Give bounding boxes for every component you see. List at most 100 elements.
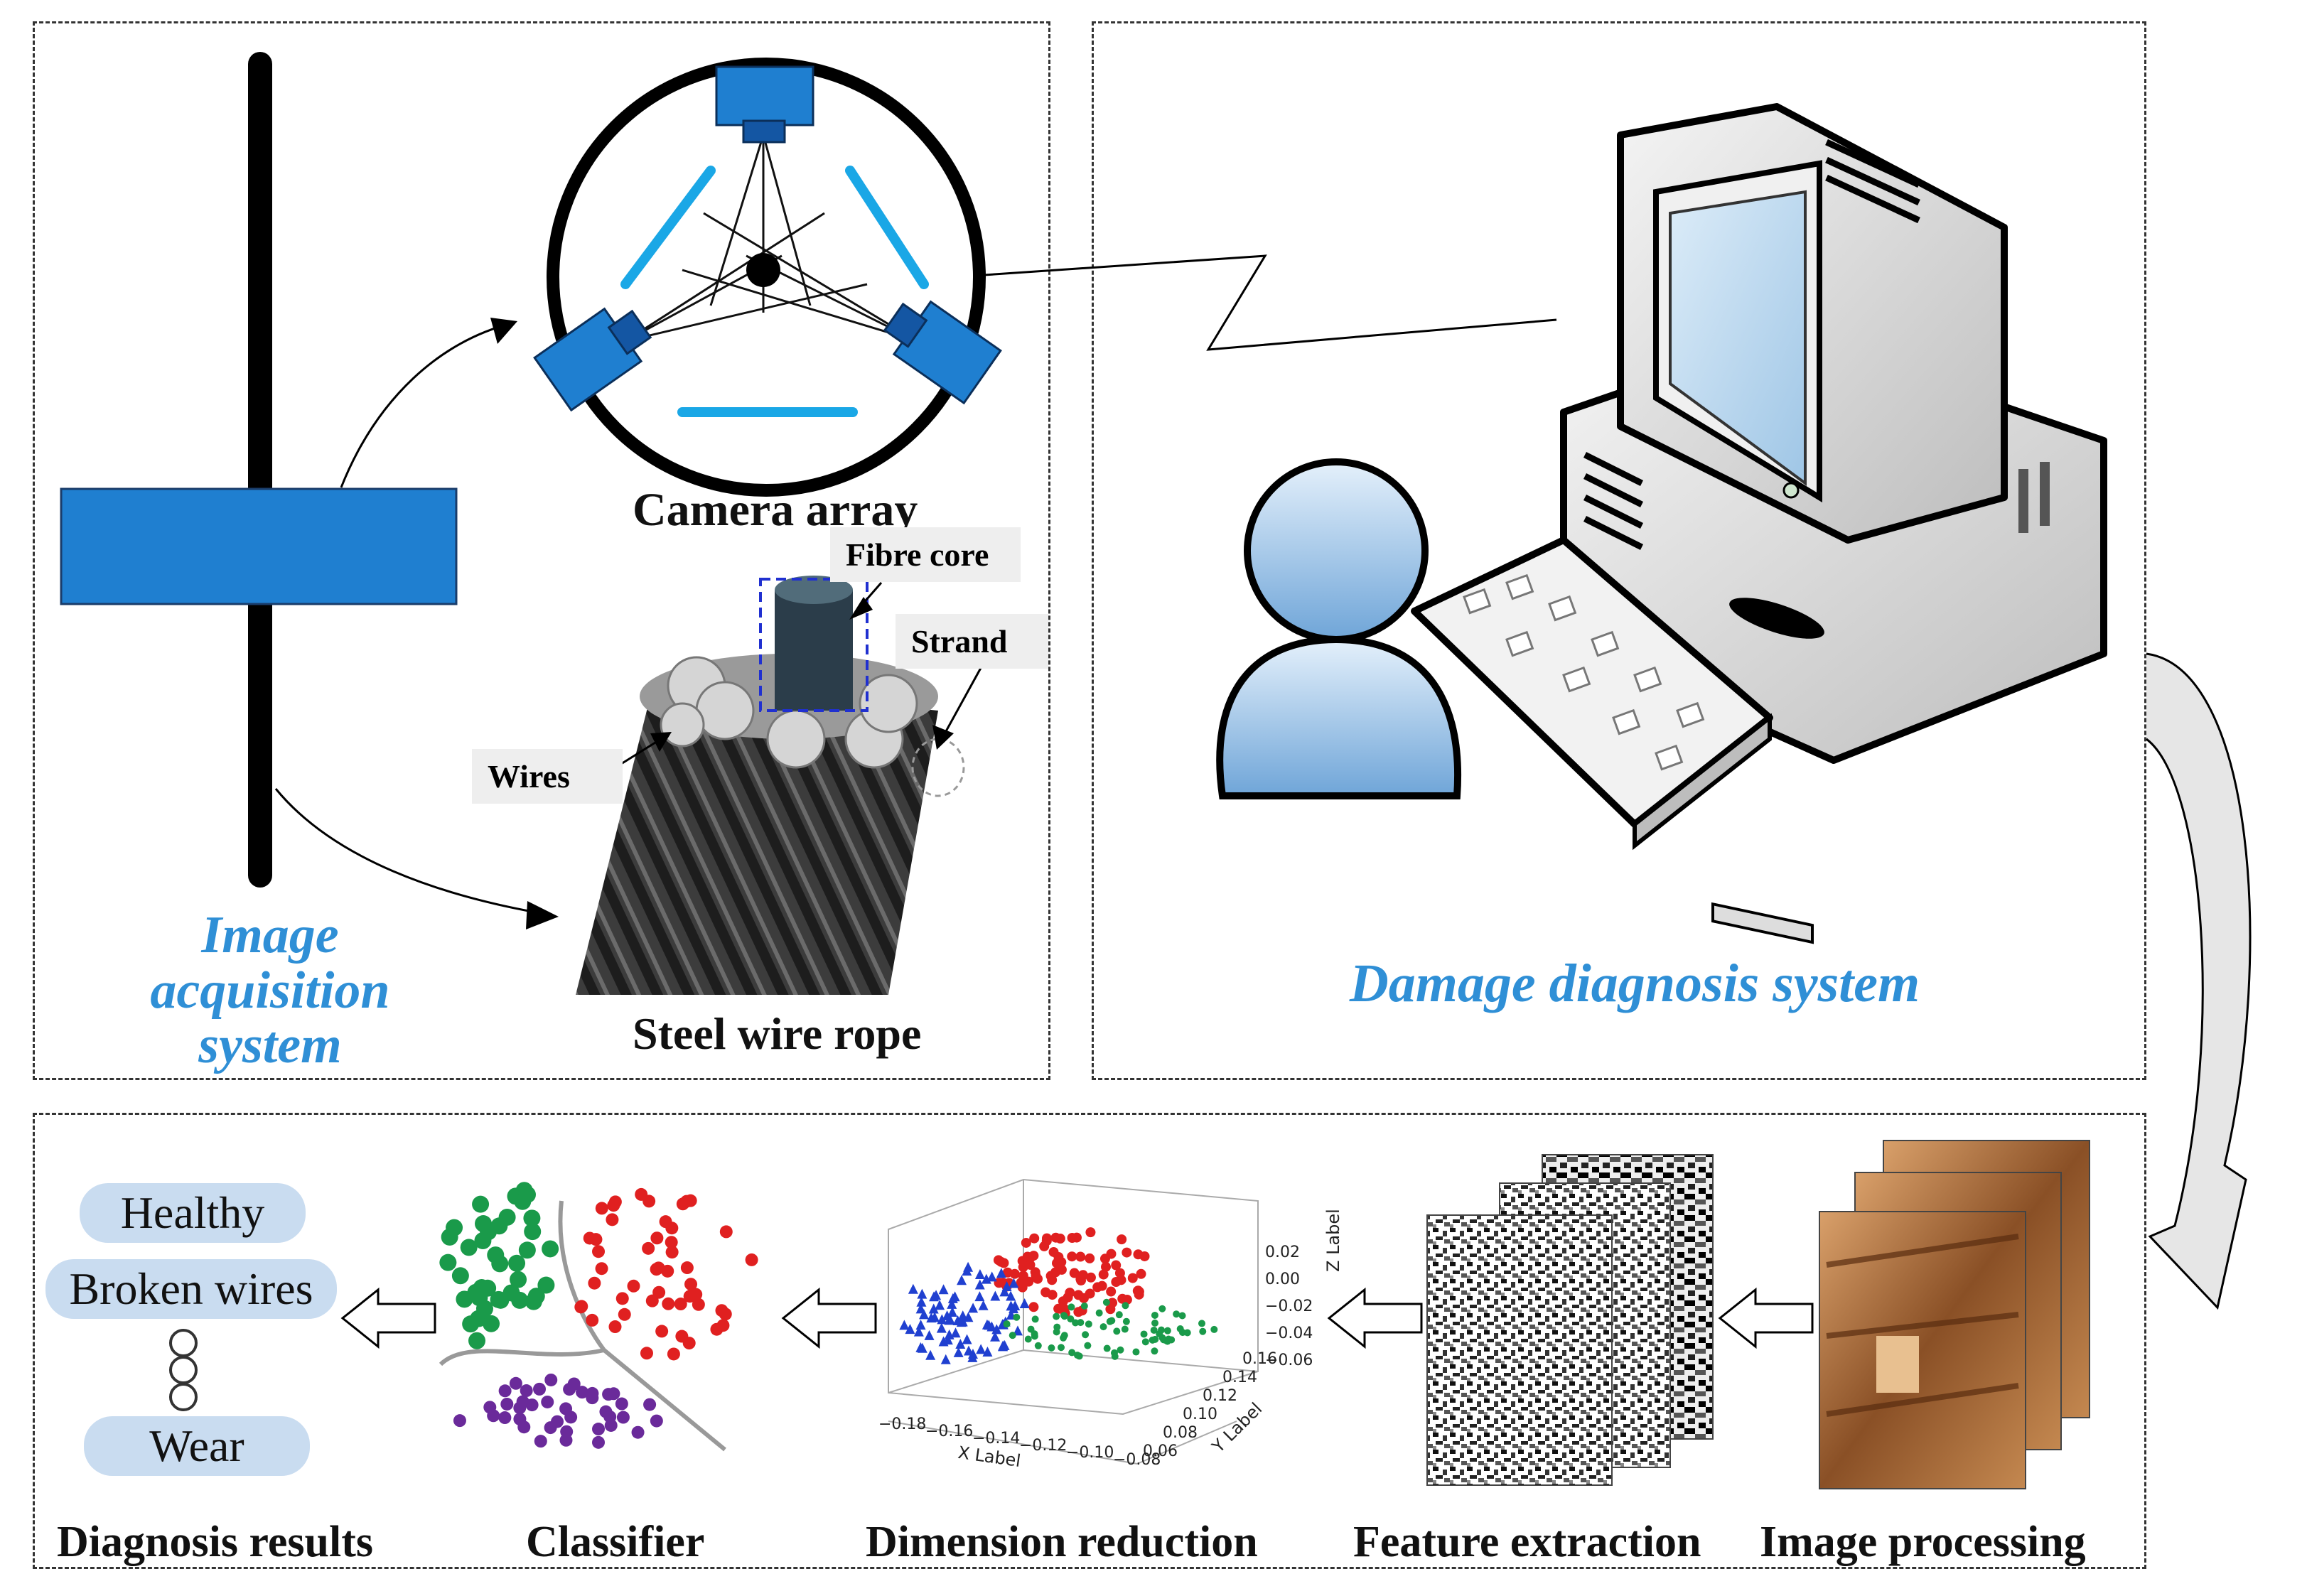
scatter-point (692, 1298, 705, 1311)
scatter-point (1073, 1290, 1084, 1300)
scatter-point (603, 1410, 617, 1423)
scatter-point (1021, 1237, 1031, 1248)
scatter-point (917, 1342, 927, 1353)
scatter-point (1102, 1298, 1110, 1306)
scatter-point (967, 1349, 978, 1359)
scatter-point (542, 1240, 559, 1258)
scatter-point (1150, 1326, 1158, 1334)
scatter-point (453, 1414, 466, 1428)
result-healthy-pill: Healthy (80, 1183, 306, 1243)
scatter-point (986, 1271, 997, 1282)
scatter-point (993, 1255, 1004, 1266)
scatter-point (928, 1303, 939, 1314)
scatter-point (640, 1347, 653, 1360)
scatter-point (963, 1345, 974, 1356)
scatter-point (745, 1253, 758, 1266)
scatter-point (913, 1326, 924, 1337)
scatter-point (439, 1253, 457, 1271)
scatter-point (665, 1246, 679, 1259)
scatter-point (588, 1276, 601, 1290)
scatter-point (1067, 1251, 1077, 1262)
scatter-point (1019, 1298, 1030, 1309)
scatter-point (618, 1307, 631, 1321)
scatter-point (607, 1199, 620, 1212)
scatter-point (595, 1202, 608, 1215)
carriage-block (60, 487, 458, 605)
scatter-point (1151, 1347, 1158, 1355)
result-wear-pill: Wear (84, 1416, 310, 1476)
scatter-point (451, 1267, 469, 1285)
scatter-point (684, 1278, 698, 1291)
scatter-point (592, 1245, 606, 1258)
scatter-point (602, 1388, 615, 1401)
scatter-point (957, 1310, 968, 1321)
scatter-point (1133, 1285, 1144, 1296)
scatter-point (1110, 1349, 1118, 1357)
feature-extraction-stack (1426, 1154, 1714, 1486)
scatter-point (952, 1315, 963, 1325)
step-image-processing: Image processing (1760, 1518, 2086, 1566)
scatter-point (1122, 1302, 1129, 1310)
data-link (973, 254, 1557, 351)
scatter-point (544, 1373, 558, 1386)
scatter-point (518, 1241, 536, 1259)
scatter-point (1085, 1320, 1092, 1328)
scatter-point (919, 1309, 930, 1320)
y-tick-label: 0.10 (1183, 1406, 1217, 1423)
scatter-point (974, 1268, 985, 1279)
scatter-point (631, 1425, 645, 1439)
x-tick-label: −0.14 (972, 1430, 1021, 1447)
scatter-point (520, 1384, 533, 1398)
scatter-point (1122, 1247, 1132, 1258)
scatter-point (1047, 1275, 1058, 1285)
scatter-point (1107, 1298, 1118, 1308)
scatter-point (719, 1225, 733, 1239)
scatter-point (1013, 1313, 1021, 1321)
scatter-point (1041, 1233, 1052, 1244)
scatter-point (1108, 1317, 1116, 1325)
scatter-point (1183, 1329, 1191, 1337)
scatter-point (502, 1284, 520, 1302)
camera-right (883, 300, 1002, 405)
scatter-point (1178, 1312, 1186, 1320)
scatter-point (953, 1347, 964, 1357)
scatter-point (1141, 1338, 1149, 1346)
scatter-point (1173, 1310, 1181, 1318)
scatter-point (1198, 1320, 1206, 1327)
scatter-point (936, 1322, 947, 1333)
scatter-point (1111, 1277, 1122, 1288)
steel-rope-label: Steel wire rope (633, 1008, 922, 1059)
scatter-point (615, 1292, 629, 1305)
scatter-point (1028, 1302, 1039, 1312)
y-tick-label: 0.16 (1242, 1350, 1277, 1368)
scatter-point (1106, 1249, 1117, 1259)
scatter-point (563, 1383, 576, 1396)
scatter-point (1136, 1268, 1146, 1279)
x-tick-label: −0.10 (1066, 1444, 1114, 1462)
scatter-point (990, 1290, 1001, 1301)
scatter-point (606, 1213, 619, 1226)
scatter-point (595, 1262, 608, 1276)
scatter-point (917, 1288, 927, 1299)
scatter-point (1080, 1302, 1088, 1310)
scatter-point (1009, 1332, 1016, 1339)
scatter-point (676, 1197, 689, 1211)
scatter-point (1114, 1268, 1125, 1278)
scatter-point (1034, 1342, 1042, 1349)
camera-top (715, 65, 814, 144)
scatter-point (1031, 1315, 1039, 1323)
scatter-point (541, 1395, 554, 1408)
scatter-point (662, 1297, 675, 1310)
camera-array-label: Camera array (633, 484, 918, 536)
scatter-point (899, 1320, 910, 1330)
scatter-point (1132, 1348, 1140, 1356)
scatter-point (1133, 1249, 1144, 1260)
scatter-point (1067, 1232, 1077, 1243)
scatter-point (976, 1344, 986, 1354)
scatter-point (674, 1298, 687, 1311)
scatter-point (1199, 1327, 1207, 1335)
scatter-point (1068, 1349, 1076, 1357)
scatter-point (615, 1397, 628, 1411)
scatter-point (925, 1349, 936, 1360)
scatter-point (938, 1284, 949, 1295)
